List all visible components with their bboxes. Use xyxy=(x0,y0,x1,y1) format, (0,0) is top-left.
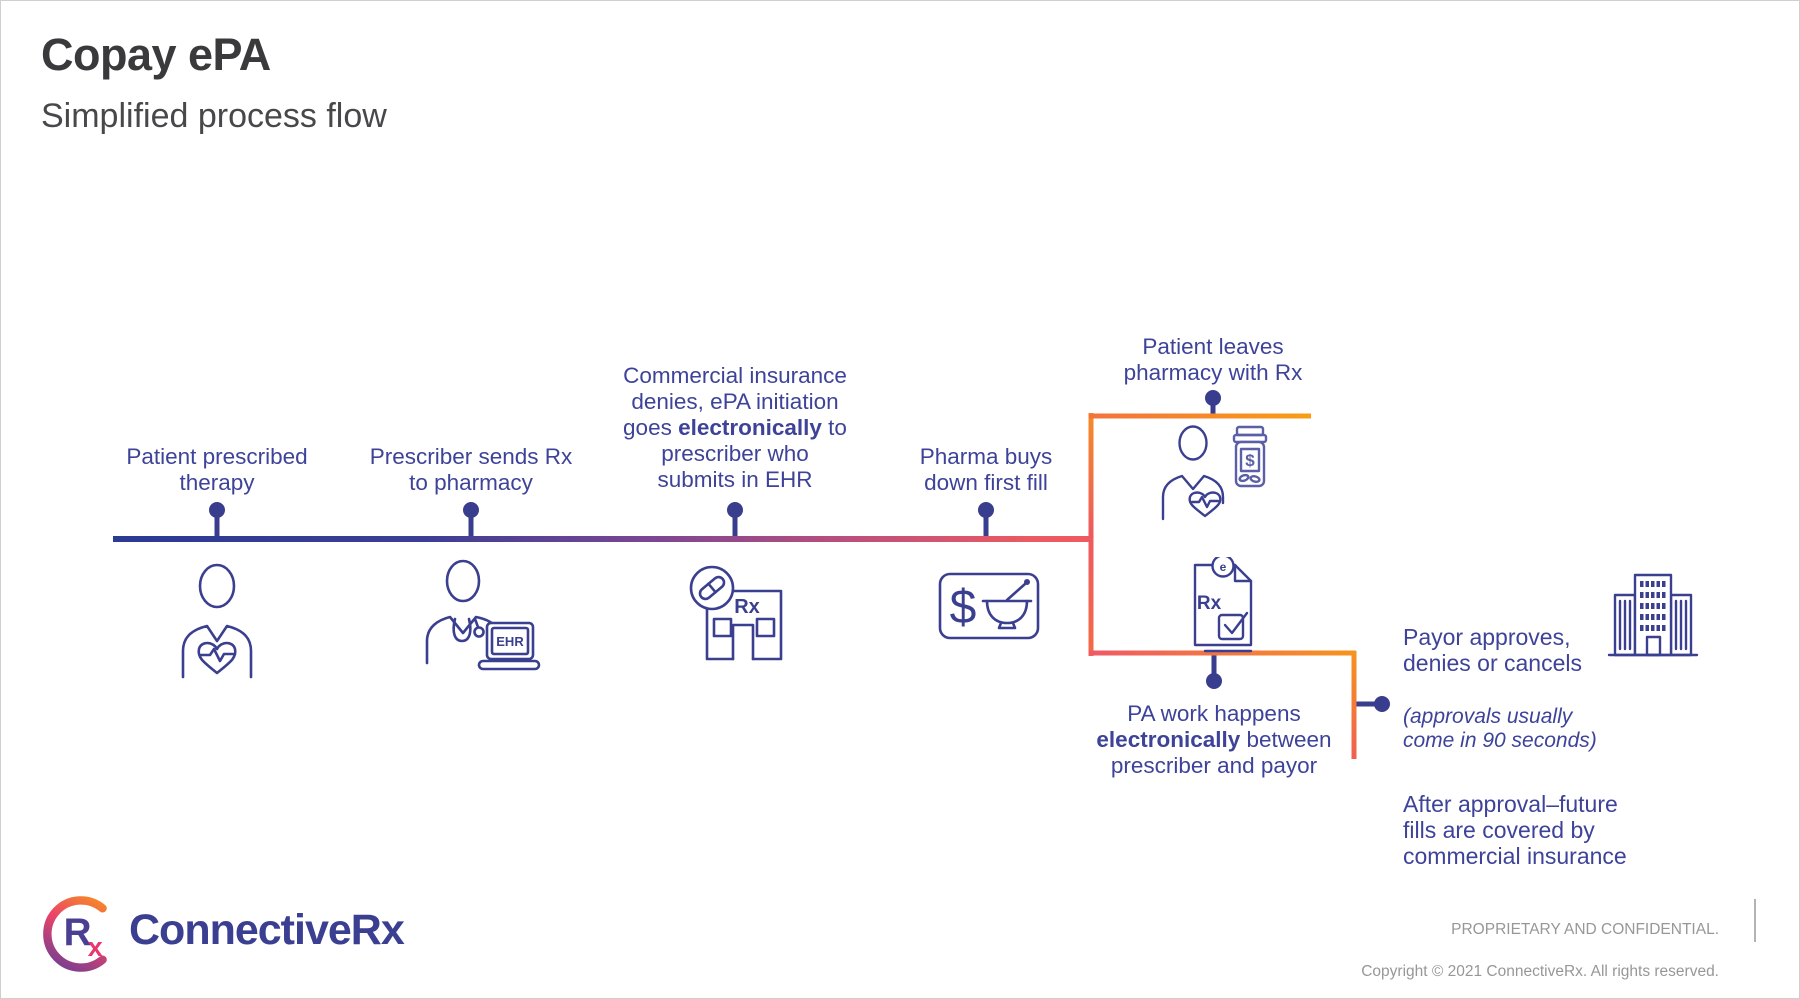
step-label-text: Commercial insurance denies, ePA initiat… xyxy=(623,363,847,440)
step-label-text: Patient prescribed therapy xyxy=(126,444,308,495)
jar-dollar-label: $ xyxy=(1245,451,1255,470)
building-windows xyxy=(1640,581,1666,631)
patient-heart-icon xyxy=(181,563,253,679)
payor-line1: Payor approves, denies or cancels xyxy=(1403,624,1582,676)
step-label-bold: electronically xyxy=(1096,727,1241,752)
logo-monogram-x: x xyxy=(88,932,103,962)
page-subtitle: Simplified process flow xyxy=(41,97,387,135)
label-patient-leaves: Patient leaves pharmacy with Rx xyxy=(1124,334,1303,386)
dollar-mortar-pestle-icon: $ xyxy=(938,572,1040,640)
label-pa-work: PA work happens electronically between p… xyxy=(1096,701,1331,779)
ehr-label: EHR xyxy=(496,634,524,649)
step-label-text: between prescriber and payor xyxy=(1110,727,1332,778)
payor-note: (approvals usually come in 90 seconds) xyxy=(1403,705,1597,752)
step-label-text: to prescriber who submits in EHR xyxy=(657,415,847,492)
branch-lines xyxy=(1088,413,1357,759)
patient-with-rx-bottle-icon: $ xyxy=(1161,425,1268,521)
step-label-commercial-denies: Commercial insurance denies, ePA initiat… xyxy=(623,363,847,493)
payor-text-block: Payor approves, denies or cancels (appro… xyxy=(1403,598,1627,895)
logo-monogram-r: R xyxy=(64,911,92,954)
footer-divider-bar xyxy=(1754,899,1756,942)
connectiverx-logo-icon: R x xyxy=(43,896,107,972)
payor-building-icon xyxy=(1607,573,1699,657)
e-badge-label: e xyxy=(1220,560,1227,574)
clipboard-rx-label: Rx xyxy=(1197,593,1222,614)
card-dollar-label: $ xyxy=(950,581,977,634)
footer-legal: PROPRIETARY AND CONFIDENTIAL. Copyright … xyxy=(1361,898,1719,998)
pharmacy-rx-label: Rx xyxy=(734,596,760,618)
copyright-text: Copyright © 2021 ConnectiveRx. All right… xyxy=(1361,963,1719,980)
step-label-patient-prescribed: Patient prescribed therapy xyxy=(126,444,307,496)
step-label-text: Pharma buys down first fill xyxy=(919,444,1053,495)
step-label-bold: electronically xyxy=(678,415,822,440)
step-label-text: Prescriber sends Rx to pharmacy xyxy=(369,444,573,495)
page-title: Copay ePA xyxy=(41,29,271,80)
step-label-pharma-buydown: Pharma buys down first fill xyxy=(920,444,1053,496)
brand-wordmark: ConnectiveRx xyxy=(129,906,405,954)
epa-clipboard-icon: e Rx xyxy=(1193,557,1253,653)
payor-line2: After approval–future fills are covered … xyxy=(1403,791,1627,869)
step-label-text: PA work happens xyxy=(1127,701,1301,726)
pharmacy-storefront-icon: Rx xyxy=(689,565,783,661)
confidential-text: PROPRIETARY AND CONFIDENTIAL. xyxy=(1451,921,1719,938)
step-label-text: Patient leaves pharmacy with Rx xyxy=(1123,334,1303,385)
step-label-prescriber-sends: Prescriber sends Rx to pharmacy xyxy=(370,444,573,496)
prescriber-ehr-laptop-icon: EHR xyxy=(425,559,541,671)
